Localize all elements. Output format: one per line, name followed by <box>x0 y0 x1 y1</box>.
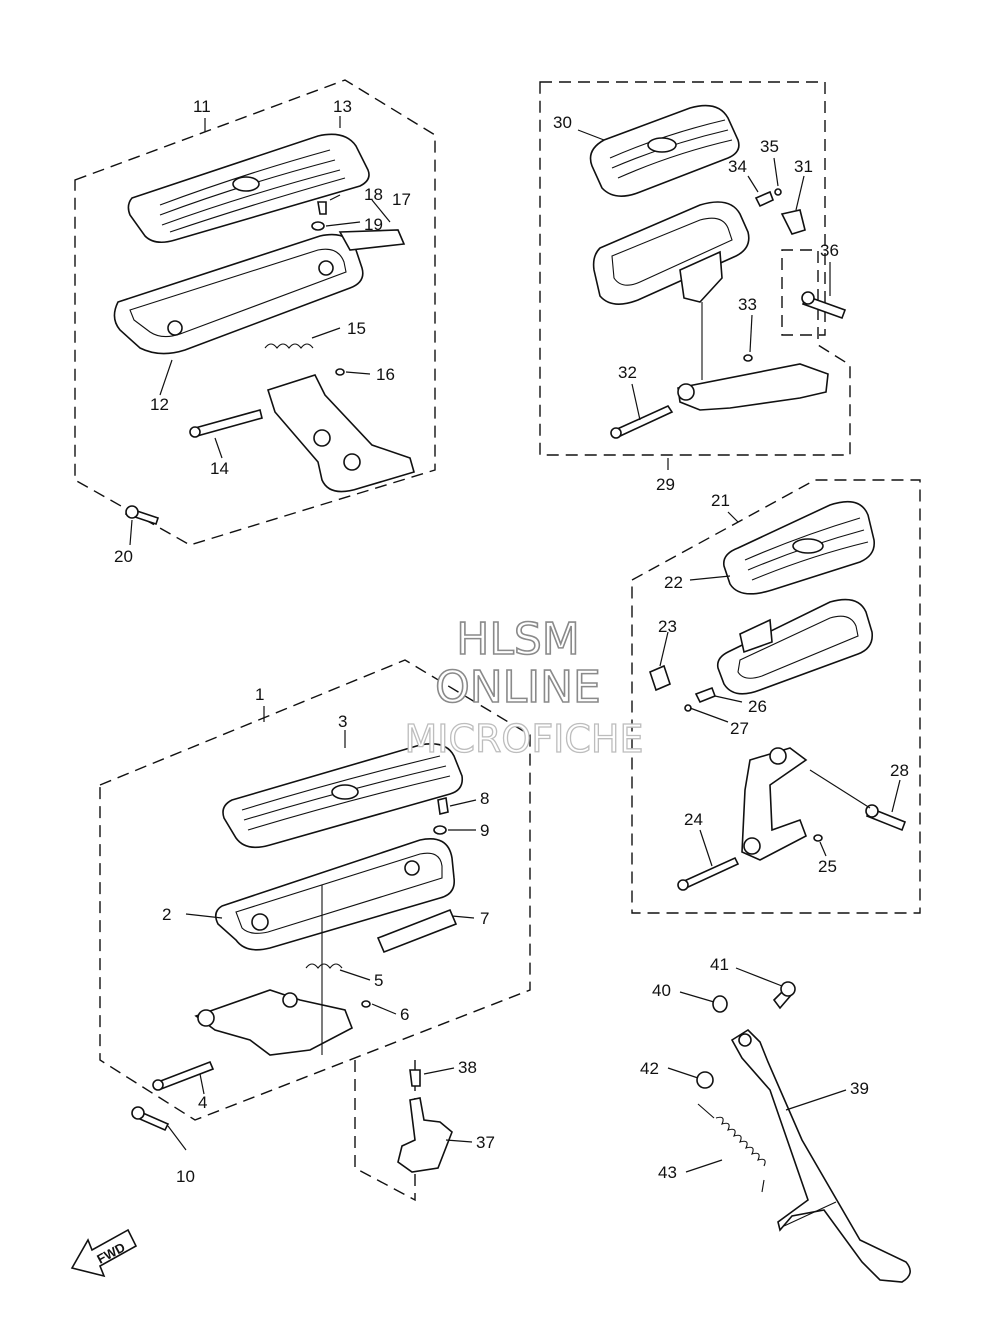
callout-16: 16 <box>376 365 395 384</box>
callout-13: 13 <box>333 97 352 116</box>
callout-35: 35 <box>760 137 779 156</box>
callout-21: 21 <box>711 491 730 510</box>
callout-42: 42 <box>640 1059 659 1078</box>
callout-28: 28 <box>890 761 909 780</box>
footboard-frame-29 <box>592 201 750 305</box>
sidestand-39 <box>730 1028 911 1283</box>
watermark-line1: HLSM <box>456 614 580 665</box>
callout-33: 33 <box>738 295 757 314</box>
footboard-assembly-21: 21 22 23 26 27 28 24 25 <box>631 479 921 914</box>
footboard-frame-2 <box>214 838 456 951</box>
callout-17: 17 <box>392 190 411 209</box>
collar-40 <box>712 995 728 1013</box>
group-outline-11 <box>74 79 436 546</box>
bracket-1 <box>194 989 354 1056</box>
footboard-assembly-1: 1 3 8 9 2 7 5 6 4 10 <box>99 659 531 1186</box>
spring-43 <box>715 1116 766 1167</box>
group-outline-29 <box>539 81 851 456</box>
callout-36: 36 <box>820 241 839 260</box>
callout-4: 4 <box>198 1093 207 1112</box>
fwd-label: FWD <box>94 1239 127 1266</box>
callout-25: 25 <box>818 857 837 876</box>
callout-1: 1 <box>255 685 264 704</box>
watermark-line3: MICROFICHE <box>404 717 643 761</box>
callout-27: 27 <box>730 719 749 738</box>
callout-19: 19 <box>364 215 383 234</box>
footboard-assembly-29: 30 35 34 31 36 33 32 29 <box>539 81 851 494</box>
plate-23 <box>649 664 671 692</box>
bracket-assembly-37: 38 37 <box>354 1058 495 1202</box>
callout-8: 8 <box>480 789 489 808</box>
callout-20: 20 <box>114 547 133 566</box>
callout-24: 24 <box>684 810 703 829</box>
callout-6: 6 <box>400 1005 409 1024</box>
callout-7: 7 <box>480 909 489 928</box>
callout-39: 39 <box>850 1079 869 1098</box>
bracket-14 <box>266 374 415 493</box>
group-outline-21 <box>631 479 921 914</box>
callout-32: 32 <box>618 363 637 382</box>
callout-37: 37 <box>476 1133 495 1152</box>
bracket-21 <box>741 747 808 861</box>
forward-arrow-icon: FWD <box>70 1228 138 1278</box>
callout-10: 10 <box>176 1167 195 1186</box>
callout-26: 26 <box>748 697 767 716</box>
callout-9: 9 <box>480 821 489 840</box>
bracket-37 <box>397 1097 453 1173</box>
callout-43: 43 <box>658 1163 677 1182</box>
callout-22: 22 <box>664 573 683 592</box>
callout-15: 15 <box>347 319 366 338</box>
callout-40: 40 <box>652 981 671 1000</box>
watermark: HLSM ONLINE MICROFICHE <box>404 613 644 761</box>
callout-5: 5 <box>374 971 383 990</box>
callout-11: 11 <box>193 97 211 116</box>
callout-12: 12 <box>150 395 169 414</box>
bracket-7 <box>376 908 458 954</box>
callout-38: 38 <box>458 1058 477 1077</box>
callout-3: 3 <box>338 712 347 731</box>
footboard-frame-21 <box>716 598 874 695</box>
callout-18: 18 <box>364 185 383 204</box>
bracket-29 <box>677 363 829 411</box>
group-outline-1 <box>99 659 531 1121</box>
footboard-assembly-11: 11 13 18 19 17 15 16 12 14 20 <box>74 79 436 566</box>
plate-31 <box>780 209 806 235</box>
callout-30: 30 <box>553 113 572 132</box>
callout-2: 2 <box>162 905 171 924</box>
nut-42 <box>696 1071 714 1089</box>
watermark-line2: ONLINE <box>435 662 601 713</box>
callout-29: 29 <box>656 475 675 494</box>
footboard-frame-12 <box>113 233 364 355</box>
sidestand-assembly: 41 40 42 39 43 <box>640 955 911 1283</box>
callout-41: 41 <box>710 955 729 974</box>
callout-34: 34 <box>728 157 747 176</box>
callout-23: 23 <box>658 617 677 636</box>
bracket-17 <box>338 229 406 251</box>
callout-31: 31 <box>794 157 813 176</box>
callout-14: 14 <box>210 459 229 478</box>
